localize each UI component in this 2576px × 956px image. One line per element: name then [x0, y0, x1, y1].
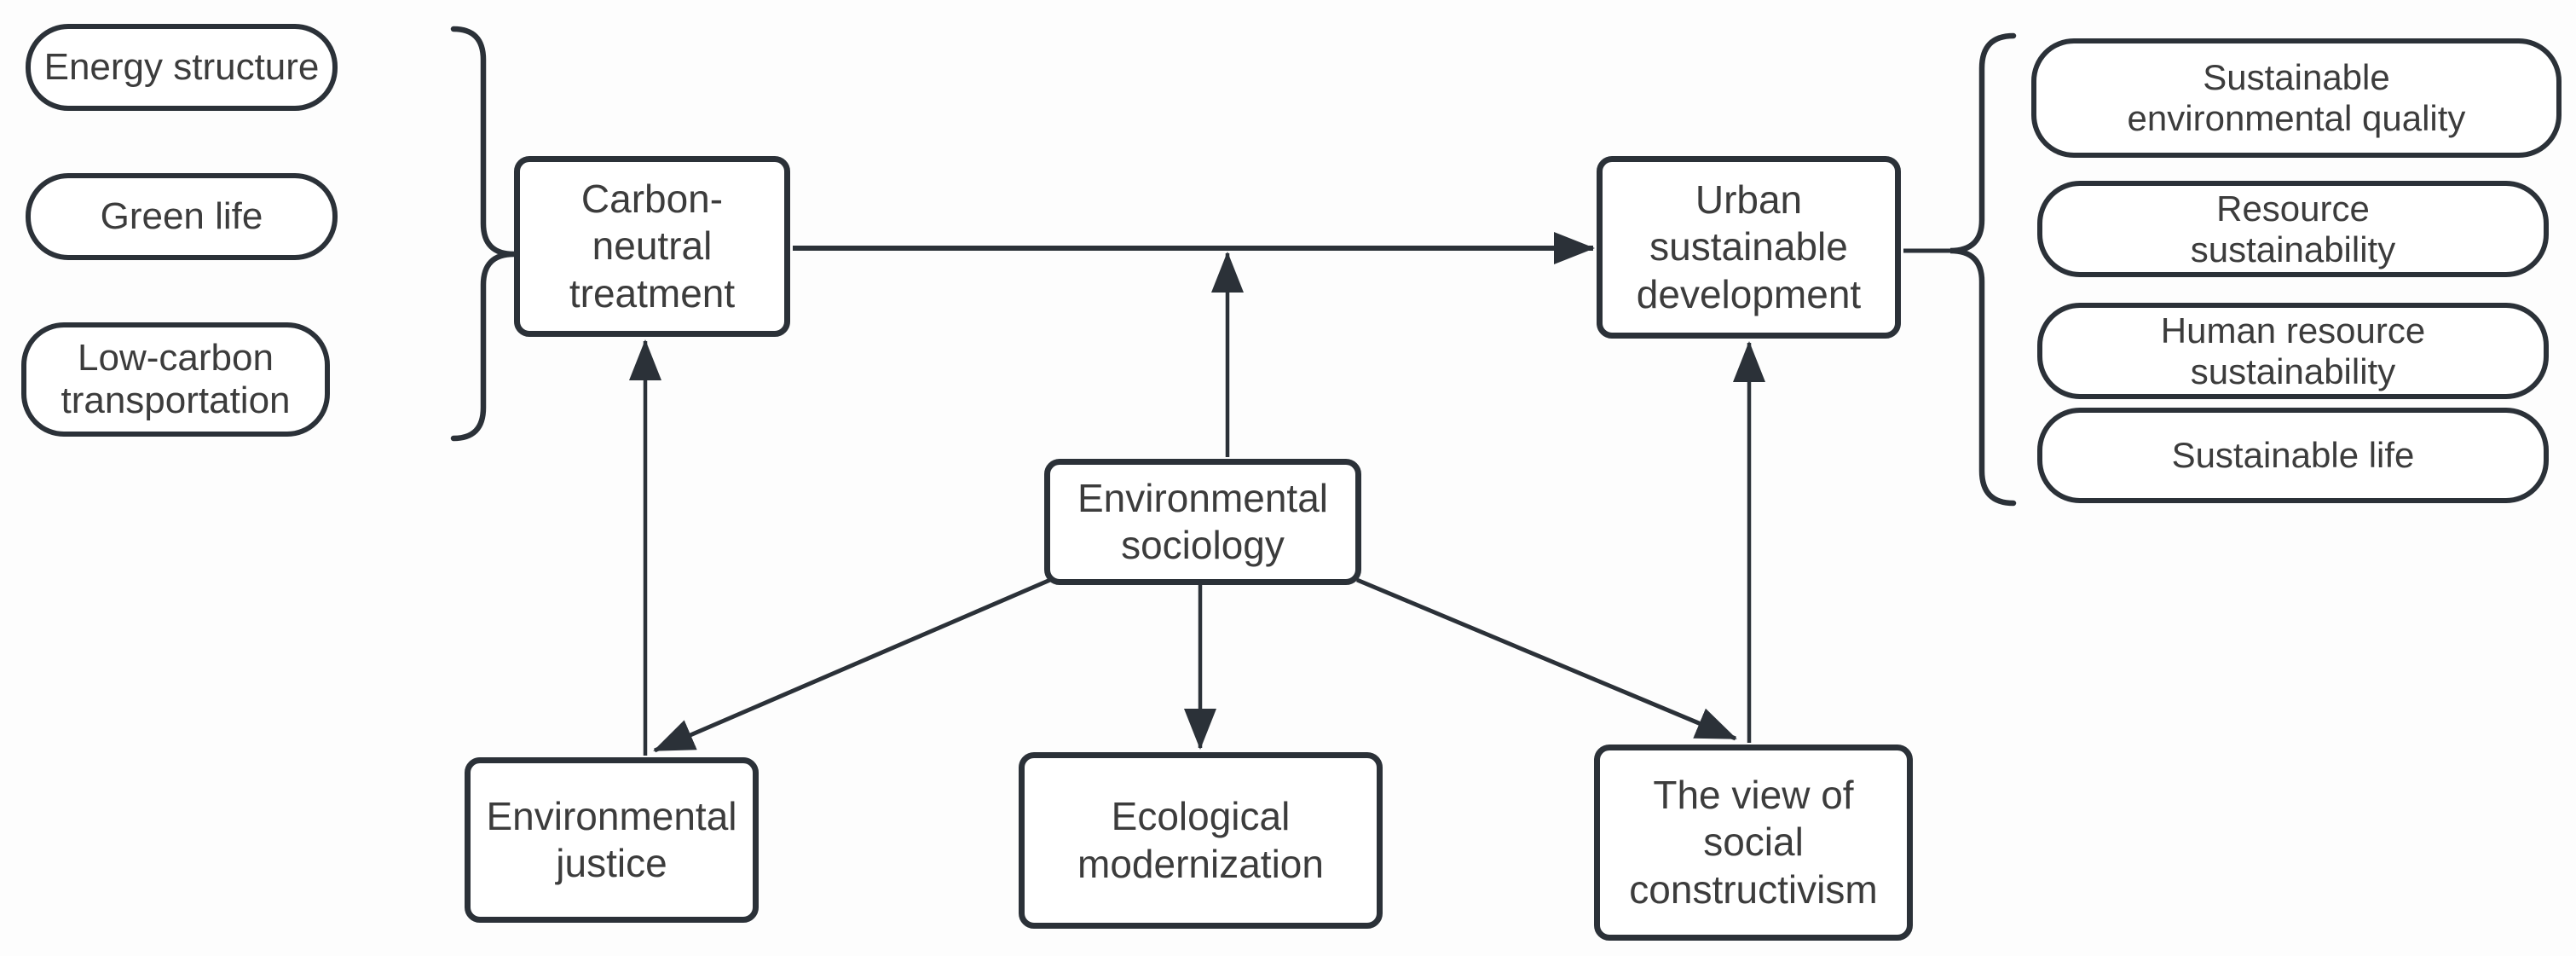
left-group-brace [450, 26, 515, 442]
pill-energy-structure-label: Energy structure [43, 45, 320, 88]
node-ecological-modernization: Ecological modernization [1019, 752, 1383, 929]
node-environmental-sociology: Environmental sociology [1044, 459, 1361, 585]
edge-sociology-to-justice [653, 577, 1051, 753]
pill-low-carbon-transportation: Low-carbon transportation [21, 322, 330, 437]
pill-sustainable-environmental-quality: Sustainable environmental quality [2031, 38, 2562, 158]
pill-low-carbon-transportation-label: Low-carbon transportation [61, 336, 291, 421]
node-environmental-justice-label: Environmental justice [486, 793, 737, 885]
node-view-of-social-constructivism-label: The view of social constructivism [1629, 773, 1878, 912]
pill-human-resource-sustainability: Human resource sustainability [2037, 303, 2549, 399]
node-environmental-justice: Environmental justice [465, 757, 759, 923]
node-carbon-neutral-treatment-label: Carbon- neutral treatment [569, 177, 736, 316]
node-environmental-sociology-label: Environmental sociology [1077, 475, 1329, 567]
node-carbon-neutral-treatment: Carbon- neutral treatment [514, 156, 790, 337]
pill-energy-structure: Energy structure [26, 24, 338, 111]
node-urban-sustainable-development-label: Urban sustainable development [1636, 177, 1862, 316]
pill-green-life-label: Green life [100, 194, 263, 237]
pill-sustainable-environmental-quality-label: Sustainable environmental quality [2127, 57, 2466, 138]
right-group-brace [1949, 32, 2017, 507]
node-ecological-modernization-label: Ecological modernization [1077, 794, 1324, 886]
edge-sociology-to-constructivism [1356, 577, 1737, 741]
pill-resource-sustainability: Resource sustainability [2037, 181, 2549, 277]
node-view-of-social-constructivism: The view of social constructivism [1594, 745, 1913, 941]
pill-green-life: Green life [26, 173, 338, 260]
pill-human-resource-sustainability-label: Human resource sustainability [2160, 310, 2426, 391]
node-urban-sustainable-development: Urban sustainable development [1597, 156, 1901, 339]
pill-resource-sustainability-label: Resource sustainability [2190, 188, 2396, 269]
pill-sustainable-life: Sustainable life [2037, 408, 2549, 503]
pill-sustainable-life-label: Sustainable life [2171, 435, 2415, 476]
